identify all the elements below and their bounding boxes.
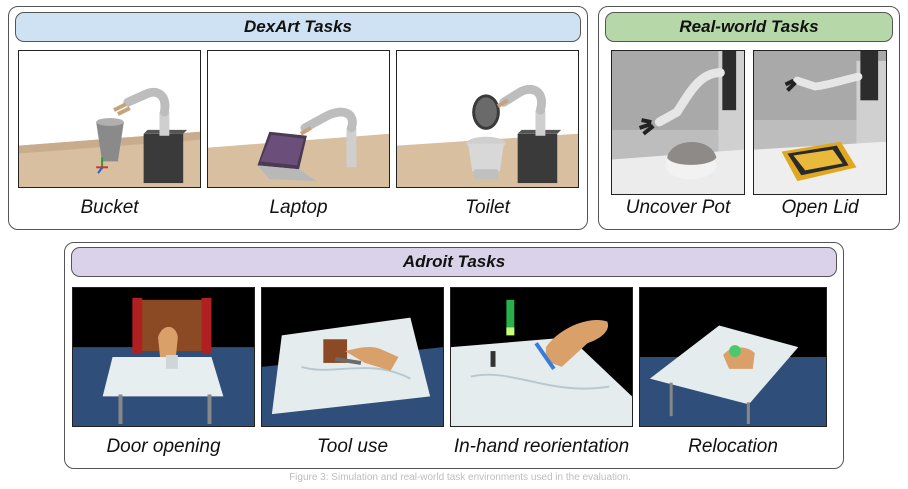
bucket-task-label: Bucket [80, 197, 139, 218]
in-hand-reorientation-task-label: In-hand reorientation [453, 436, 630, 457]
tool-use-task-label: Tool use [316, 436, 389, 457]
realworld-tasks-panel: Real-world Tasks Uncover [598, 6, 900, 230]
in-hand-reorientation-task-image [450, 287, 633, 427]
relocation-task-image [639, 287, 827, 427]
door-opening-task-image [72, 287, 255, 427]
dexart-tasks-panel: DexArt Tasks [8, 6, 588, 230]
realworld-tasks-header: Real-world Tasks [605, 12, 893, 42]
toilet-task-image [396, 50, 579, 188]
adroit-tasks-panel: Adroit Tasks [64, 242, 844, 469]
figure-caption-fragment: Figure 3: Simulation and real-world task… [289, 472, 631, 483]
door-opening-task-label: Door opening [106, 436, 221, 457]
laptop-task-image [207, 50, 390, 188]
open-lid-task-image [753, 50, 887, 195]
tool-use-task-image [261, 287, 444, 427]
adroit-tasks-header: Adroit Tasks [71, 247, 837, 277]
dexart-tasks-header: DexArt Tasks [15, 12, 581, 42]
toilet-task-label: Toilet [465, 197, 510, 218]
uncover-pot-task-label: Uncover Pot [625, 197, 731, 218]
laptop-task-label: Laptop [269, 197, 328, 218]
relocation-task-label: Relocation [688, 436, 778, 457]
uncover-pot-task-image [611, 50, 745, 195]
open-lid-task-label: Open Lid [781, 197, 859, 218]
bucket-task-image [18, 50, 201, 188]
